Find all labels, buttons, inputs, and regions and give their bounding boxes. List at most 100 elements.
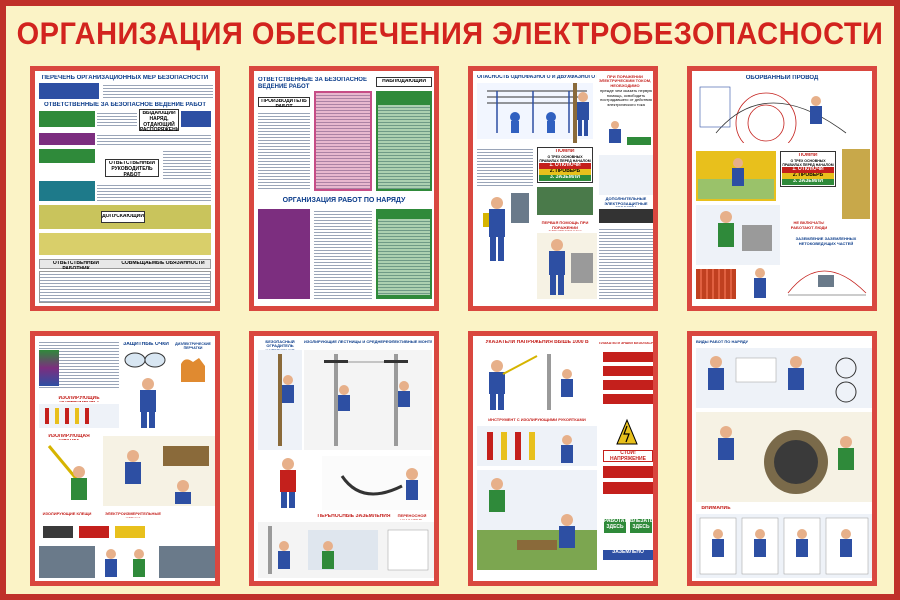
- electrical-tools-figure: [103, 436, 215, 506]
- panel-work-types: ВИДЫ РАБОТ ПО НАРЯДУ ВНИМАНИЕ: [687, 331, 877, 586]
- poster-board: ОРГАНИЗАЦИЯ ОБЕСПЕЧЕНИЯ ЭЛЕКТРОБЕЗОПАСНО…: [6, 6, 894, 594]
- panel1-text-block: [97, 111, 137, 127]
- panel1-purple-row: [39, 133, 95, 145]
- warning-triangle-icon: [616, 418, 638, 445]
- panel-voltage-indicators: УКАЗАТЕЛИ НАПРЯЖЕНИЯ ВЫШЕ 1000 В ПЛАКАТЫ…: [468, 331, 658, 586]
- safety-belt-icon: [322, 456, 432, 510]
- panel1-text-block: [97, 133, 211, 145]
- field-workers-figure: [477, 470, 597, 570]
- panel7-tools-label: ИНСТРУМЕНТ С ИЗОЛИРУЮЩИМИ РУКОЯТКАМИ: [488, 418, 586, 422]
- panel7-grounded-label: ЗАЗЕМЛЕНО: [603, 550, 653, 560]
- panel8-header: ВИДЫ РАБОТ ПО НАРЯДУ: [696, 340, 749, 344]
- panel2-text-block: [378, 105, 430, 189]
- panel1-responsible-label: ОТВЕТСТВЕННЫЙ РУКОВОДИТЕЛЬ РАБОТ: [108, 161, 156, 177]
- panel1-table-col2: СОВМЕЩАЕМЫЕ ОБЯЗАННОСТИ: [121, 261, 205, 266]
- portable-grounding-figure: [258, 522, 434, 578]
- panel3-header-right: ПРИ ПОРАЖЕНИИ ЭЛЕКТРИЧЕСКИМ ТОКОМ, НЕОБХ…: [598, 75, 652, 88]
- panel7-sign-4: [603, 394, 653, 404]
- panel1-admitting-label: ДОПУСКАЮЩИЙ: [102, 214, 144, 219]
- panel2-text-block: [314, 209, 372, 299]
- panel2-observer-box: [376, 77, 432, 87]
- rescue-scene-figure: [609, 121, 651, 145]
- panel5-rod-label: ИЗОЛИРУЮЩАЯ ШТАНГА: [48, 434, 90, 440]
- panel3-header: ОПАСНОСТЬ ОДНОФАЗНОГО И ДВУХФАЗНОГО ПРИК…: [477, 75, 597, 80]
- panel4-tower: [842, 149, 870, 219]
- worker-on-pole-figure: [573, 83, 589, 143]
- worker-at-radiator-figure: [754, 268, 766, 298]
- panel-broken-wire: ОБОРВАННЫЙ ПРОВОД ПОМНИ О ТРЕХ ОСНОВНЫХ …: [687, 66, 877, 311]
- panel-responsible-persons: ОТВЕТСТВЕННЫЕ ЗА БЕЗОПАСНОЕ ВЕДЕНИЕ РАБО…: [249, 66, 439, 311]
- panel2-text-block: [258, 111, 310, 191]
- panel-organizational-measures: ПЕРЕЧЕНЬ ОРГАНИЗАЦИОННЫХ МЕР БЕЗОПАСНОСТ…: [30, 66, 220, 311]
- panel1-table-header: [39, 259, 211, 269]
- panel7-sign-3: [603, 380, 653, 390]
- workers-scene-bottom-figure: [696, 514, 872, 578]
- panel7-work-here-label: РАБОТАТЬ ЗДЕСЬ: [603, 518, 627, 534]
- panel3-first-aid-label: ПЕРВАЯ ПОМОЩЬ ПРИ ПОРАЖЕНИИ ЭЛЕКТРОТОКОМ: [541, 221, 589, 231]
- poster-title: ОРГАНИЗАЦИЯ ОБЕСПЕЧЕНИЯ ЭЛЕКТРОБЕЗОПАСНО…: [16, 16, 884, 52]
- panel2-header: ОТВЕТСТВЕННЫЕ ЗА БЕЗОПАСНОЕ ВЕДЕНИЕ РАБО…: [258, 77, 367, 90]
- panel8-warning-label: ВНИМАНИЕ: [701, 506, 731, 511]
- panel1-issuer-box: [139, 109, 179, 131]
- grounding-diagram: [782, 249, 870, 301]
- panel3-switchgear: [537, 187, 593, 215]
- panel2-observer-label: НАБЛЮДАЮЩИЙ: [382, 79, 426, 84]
- panel3-three-rules: О ТРЕХ ОСНОВНЫХ ПРАВИЛАХ ПЕРЕД НАЧАЛОМ Р…: [539, 155, 591, 163]
- panel3-note: прежде чем оказать первую помощь, освобо…: [600, 89, 652, 107]
- insulated-tools-icon: [477, 426, 597, 466]
- worker-with-belt-figure: [280, 458, 296, 508]
- panel3-text-block: [599, 227, 653, 299]
- panel4-three-rules: О ТРЕХ ОСНОВНЫХ ПРАВИЛАХ ПЕРЕД НАЧАЛОМ Р…: [782, 159, 834, 167]
- tank-workers-figure: [696, 412, 872, 502]
- panel4-rule-3: 3. ЗАЗЕМЛИ: [782, 179, 834, 185]
- panel3-rule-2: 2. ПРОВЕРЬ: [539, 169, 591, 175]
- panel7-sign-2: [603, 366, 653, 376]
- panel1-text-block: [103, 83, 213, 99]
- worker-at-fence-figure: [698, 158, 774, 199]
- broken-wire-diagram: [696, 83, 868, 143]
- panel1-olive-row-2: [39, 233, 211, 255]
- panel2-purple-block: [258, 209, 310, 299]
- panel2-text-block: [378, 219, 430, 295]
- panel1-green-row-2: [39, 149, 95, 163]
- panel3-shoes-box: [599, 155, 653, 195]
- panel1-subheader: ОТВЕТСТВЕННЫЕ ЗА БЕЗОПАСНОЕ ВЕДЕНИЕ РАБО…: [43, 102, 207, 108]
- panel7-stop-label: СТОЙ! НАПРЯЖЕНИЕ: [603, 450, 653, 462]
- panel2-producer-box: [258, 97, 310, 107]
- panel5-color-bar: [39, 350, 59, 386]
- panel6-ground-label: ПЕРЕНОСНЫЕ ЗАЗЕМЛЕНИЯ: [317, 514, 391, 519]
- first-aid-figure: [537, 233, 597, 299]
- panel1-text-block: [97, 183, 211, 201]
- panel1-text-block: [163, 149, 211, 179]
- panel5-glasses-label: ЗАЩИТНЫЕ ОЧКИ: [123, 342, 169, 347]
- panel4-grounding-label: ЗАЗЕМЛЕНИЕ ЗАЗЕМЛЕННЫХ НЕТОКОВЕДУЩИХ ЧАС…: [795, 237, 857, 246]
- panel3-mat: [599, 209, 653, 223]
- panel1-issuer-label: ВЫДАЮЩИЙ НАРЯД, ОТДАЮЩИЙ РАСПОРЯЖЕНИЕ: [140, 111, 178, 131]
- panel4-remember-label: ПОМНИ: [798, 153, 818, 158]
- panel1-green-row: [39, 111, 95, 127]
- switchboard-workers-figure: [39, 546, 215, 578]
- panel-protective-equipment: ЗАЩИТНЫЕ ОЧКИ ДИЭЛЕКТРИЧЕСКИЕ ПЕРЧАТКИ И…: [30, 331, 220, 586]
- panel3-protection-label: ДОПОЛНИТЕЛЬНЫЕ ЭЛЕКТРОЗАЩИТНЫЕ СРЕДСТВА: [604, 197, 648, 207]
- panel4-rule-2: 2. ПРОВЕРЬ: [782, 173, 834, 179]
- panel1-responsible-box: [105, 159, 159, 177]
- panel4-not-here-label: НЕ ВКЛЮЧАТЬ! РАБОТАЮТ ЛЮДИ: [790, 221, 828, 230]
- panel5-insulating-tools-label: ИЗОЛИРУЮЩИЕ ИНСТРУМЕНТЫ: [58, 396, 100, 402]
- panel5-indicator-label: ЭЛЕКТРОИЗМЕРИТЕЛЬНЫЕ КЛЕЩИ: [104, 512, 162, 518]
- panel7-climb-here-label: ВЛЕЗАТЬ ЗДЕСЬ: [629, 518, 653, 534]
- worker-with-indicator-figure: [489, 354, 573, 410]
- panel1-blue-banner: [39, 83, 99, 99]
- panel2-subheader: ОРГАНИЗАЦИЯ РАБОТ ПО НАРЯДУ: [282, 197, 406, 204]
- panel5-gloves-label: ДИЭЛЕКТРИЧЕСКИЕ ПЕРЧАТКИ: [175, 342, 211, 351]
- panel1-teal-row: [39, 181, 95, 201]
- worker-with-kit-figure: [140, 378, 156, 428]
- panel-touch-danger: ОПАСНОСТЬ ОДНОФАЗНОГО И ДВУХФАЗНОГО ПРИК…: [468, 66, 658, 311]
- insulating-tools-icon: [39, 404, 119, 428]
- panel6-header: ИЗОЛИРУЮЩИЕ ЛЕСТНИЦЫ И СРЕДНЕРЕФЛЕКТИВНЫ…: [304, 340, 432, 344]
- panel7-header: УКАЗАТЕЛИ НАПРЯЖЕНИЯ ВЫШЕ 1000 В: [485, 340, 589, 345]
- panel2-producer-label: ПРОИЗВОДИТЕЛЬ РАБОТ: [261, 99, 307, 107]
- panel4-header: ОБОРВАННЫЙ ПРОВОД: [745, 75, 819, 81]
- worker-with-switch-figure: [483, 193, 529, 261]
- worker-with-rod-figure: [47, 445, 87, 500]
- panel1-admitting-box: [101, 211, 145, 223]
